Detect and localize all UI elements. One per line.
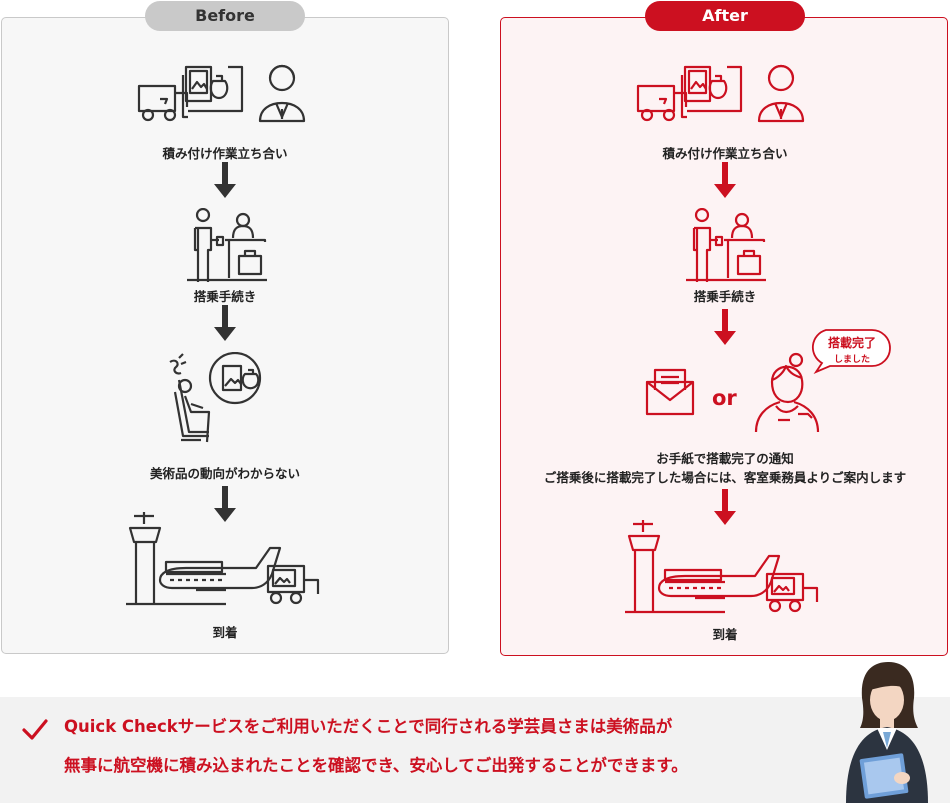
after-step3-label-line2: ご搭乗後に搭載完了した場合には、客室乗務員よりご案内します [543,470,907,485]
before-step1-label: 積み付け作業立ち合い [162,146,288,161]
message-line2: 無事に航空機に積み込まれたことを確認でき、安心してご出発することができます。 [64,756,688,775]
after-step2-label: 搭乗手続き [693,289,757,304]
after-step3-label-line1: お手紙で搭載完了の通知 [656,451,794,466]
before-step3-label: 美術品の動向がわからない [149,466,300,481]
down-arrow-icon [214,486,236,522]
worried-passenger-icon [165,352,275,452]
before-step2-label: 搭乗手続き [193,289,257,304]
message-band [0,697,950,803]
after-tag: After [645,1,805,31]
forklift-painting-staff-icon [136,63,311,138]
down-arrow-icon [714,309,736,345]
airport-arrival-icon [625,518,825,618]
or-text: or [712,386,737,410]
bubble-title: 搭載完了 [827,336,876,350]
forklift-painting-staff-icon [635,63,810,138]
bubble-sub: しました [833,355,870,365]
checkmark-icon [22,719,48,740]
check-in-counter-icon [686,208,766,283]
check-in-counter-icon [187,208,267,283]
down-arrow-icon [714,162,736,198]
down-arrow-icon [214,305,236,341]
after-step4-label: 到着 [712,627,738,642]
after-step1-label: 積み付け作業立ち合い [662,146,788,161]
staff-attendant-icon [846,662,928,803]
before-step4-label: 到着 [212,625,238,640]
letter-icon [645,368,695,418]
down-arrow-icon [714,489,736,525]
speech-bubble-icon [812,329,891,374]
message-line1: Quick Checkサービスをご利用いただくことで同行される学芸員さまは美術品… [64,717,673,736]
before-tag: Before [145,1,305,31]
down-arrow-icon [214,162,236,198]
airport-arrival-icon [126,510,326,610]
